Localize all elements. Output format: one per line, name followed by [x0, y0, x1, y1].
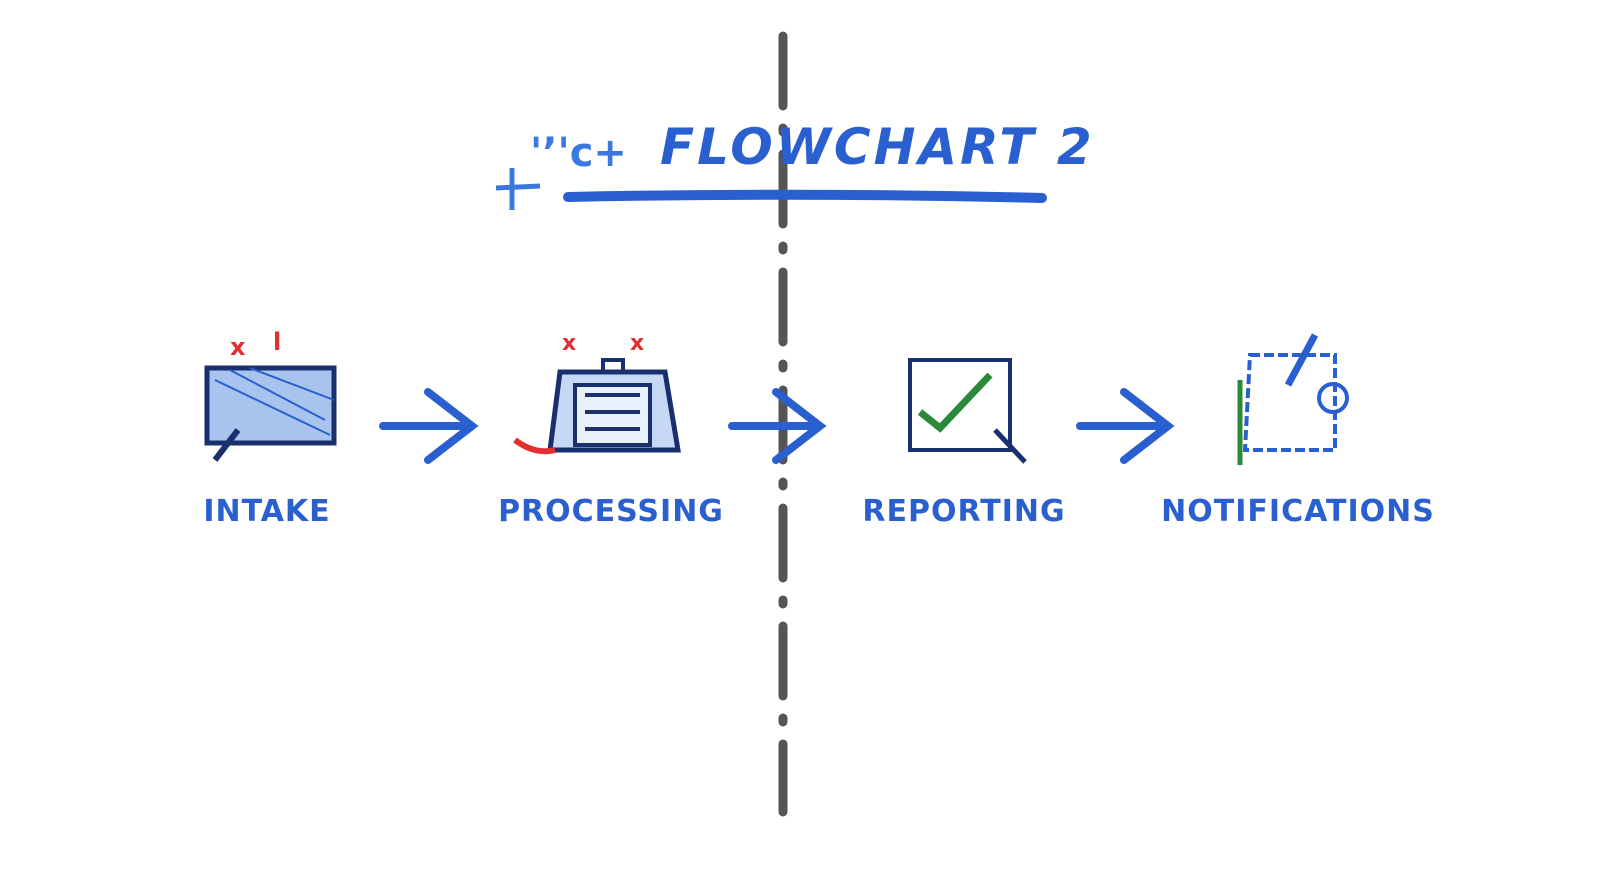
step-label-processing: PROCESSING [498, 494, 724, 529]
plus-scribble-icon [495, 168, 541, 210]
checkbox-icon [908, 358, 1027, 464]
svg-text:l: l [273, 328, 281, 356]
step-label-notifications: NOTIFICATIONS [1161, 494, 1435, 529]
title-prefix-scribble: 'ʼ'c+ [530, 130, 627, 176]
clipboard-list-icon: x x [513, 331, 681, 455]
arrow-right-icon [728, 388, 827, 464]
step-label-intake: INTAKE [203, 494, 331, 529]
notification-pen-icon [1237, 333, 1349, 465]
step-label-reporting: REPORTING [862, 494, 1066, 529]
arrow-right-icon [379, 388, 479, 464]
arrow-right-icon [1076, 388, 1175, 464]
svg-text:x: x [630, 331, 644, 356]
svg-text:x: x [562, 331, 576, 356]
page-title: FLOWCHART 2 [660, 118, 1095, 176]
title-underline [563, 189, 1047, 203]
svg-text:x: x [230, 333, 246, 361]
monitor-icon: x l [204, 328, 337, 462]
